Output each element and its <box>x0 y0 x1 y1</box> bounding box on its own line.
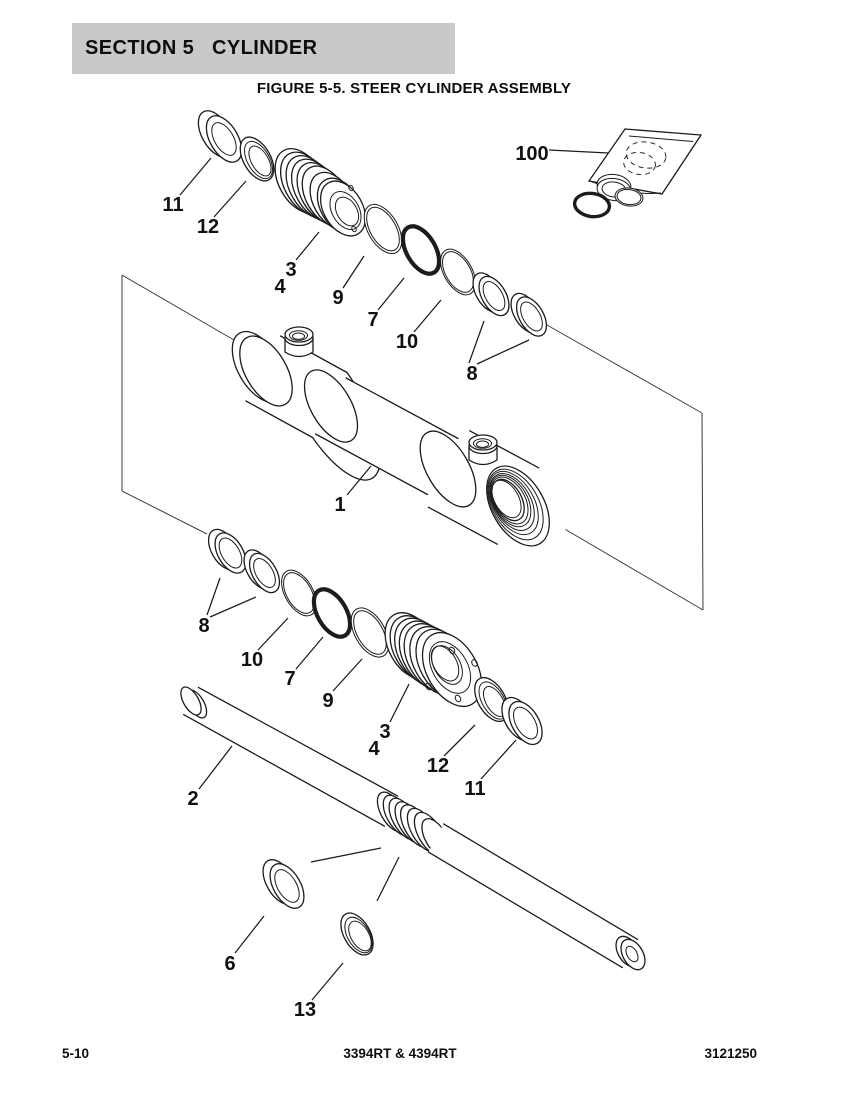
callout-6: 6 <box>224 953 235 975</box>
assembly-leader-line <box>310 847 382 863</box>
footer-models: 3394RT & 4394RT <box>343 1046 457 1061</box>
section-title: SECTION 5 CYLINDER <box>85 37 318 59</box>
o-ring-10-top <box>440 248 476 296</box>
cylinder-head-gland-bottom-3-4 <box>384 612 483 707</box>
callout-2: 2 <box>187 788 198 810</box>
callout-100: 100 <box>515 143 548 165</box>
callout-8-bottom: 8 <box>198 615 209 637</box>
parts-bag-100 <box>572 128 703 219</box>
callout-4-top: 4 <box>274 276 286 298</box>
wear-ring-8b-bottom <box>243 549 281 595</box>
wear-ring-8a-top <box>472 272 510 319</box>
leader-line-10-bottom <box>257 617 289 651</box>
figure-title: FIGURE 5-5. STEER CYLINDER ASSEMBLY <box>256 80 572 97</box>
wear-ring-8a-bottom <box>207 528 247 576</box>
gland-bolt-hole <box>348 184 354 192</box>
bag-ring-dashed-1 <box>625 141 667 169</box>
rod-end-hole <box>625 945 639 963</box>
port-boss-front <box>468 434 498 466</box>
o-ring-10-bottom <box>281 569 317 617</box>
callout-11-top: 11 <box>162 194 183 216</box>
assembly-leader-line <box>376 856 400 902</box>
leader-line-1 <box>346 465 372 496</box>
leader-line-2 <box>198 745 233 790</box>
leader-line-9-bottom <box>332 658 363 692</box>
leader-line-8-bottom <box>206 577 221 616</box>
leader-line-13 <box>311 962 344 1001</box>
o-ring-9-bottom <box>350 607 390 658</box>
callout-1: 1 <box>334 494 345 516</box>
callout-8-top: 8 <box>466 363 477 385</box>
leader-line-100 <box>548 149 609 154</box>
callout-12-top: 12 <box>197 216 219 238</box>
gland-bolt-hole <box>448 646 456 655</box>
leader-line-8-top <box>476 339 530 365</box>
leader-line-10-top <box>413 299 442 333</box>
leader-line-3-top <box>295 231 320 261</box>
bag-ring-dashed-2 <box>623 151 656 176</box>
callout-3-top: 3 <box>285 259 296 281</box>
leader-line-3-bottom <box>389 683 410 723</box>
cylinder-rod-2 <box>180 686 646 971</box>
ring-6 <box>262 859 305 911</box>
o-ring-9-top <box>363 203 403 255</box>
leader-line-12-bottom <box>443 724 476 757</box>
leader-line-8-top <box>468 320 485 364</box>
leader-line-9-top <box>342 255 365 289</box>
ring-12-top <box>239 136 275 182</box>
callout-13: 13 <box>294 999 316 1021</box>
bag-spilled-rings <box>572 173 644 219</box>
cylinder-head-gland-top-3-4 <box>274 148 367 237</box>
ring-11-bottom <box>501 696 543 746</box>
callout-7-top: 7 <box>367 309 378 331</box>
ring-13 <box>340 912 374 956</box>
gland-bolt-hole <box>454 694 462 703</box>
barrel-bore-threads <box>487 468 544 541</box>
leader-line-7-top <box>377 277 405 311</box>
callout-10-top: 10 <box>396 331 418 353</box>
background-plane-lines <box>121 274 704 611</box>
callout-4-bottom: 4 <box>368 738 380 760</box>
wear-ring-8b-top <box>510 292 548 339</box>
callout-11-bottom: 11 <box>464 778 485 800</box>
port-boss-rear <box>284 326 314 358</box>
seal-ring-7-top <box>400 224 442 276</box>
leader-line-6 <box>234 915 265 954</box>
rod-piston-collar <box>376 791 451 858</box>
seal-ring-7-bottom <box>311 587 353 639</box>
callout-7-bottom: 7 <box>284 668 295 690</box>
footer-manual-number: 3121250 <box>704 1046 757 1061</box>
leader-line-12-top <box>213 180 247 218</box>
callout-12-bottom: 12 <box>427 755 449 777</box>
leader-line-11-bottom <box>480 739 517 780</box>
callout-9-bottom: 9 <box>322 690 333 712</box>
ring-11-top <box>197 110 243 163</box>
callout-9-top: 9 <box>332 287 343 309</box>
gland-bolt-hole <box>425 682 432 691</box>
leader-line-7-bottom <box>295 636 324 670</box>
cylinder-barrel-1 <box>231 326 566 567</box>
footer-page-number: 5-10 <box>62 1046 90 1061</box>
callout-3-bottom: 3 <box>379 721 390 743</box>
leader-line-11-top <box>179 157 212 196</box>
gland-bolt-hole <box>351 225 357 233</box>
gland-bolt-hole <box>471 659 478 667</box>
callout-10-bottom: 10 <box>241 649 263 671</box>
section-header-band: SECTION 5 CYLINDER <box>72 23 455 74</box>
leader-line-8-bottom <box>209 596 257 618</box>
